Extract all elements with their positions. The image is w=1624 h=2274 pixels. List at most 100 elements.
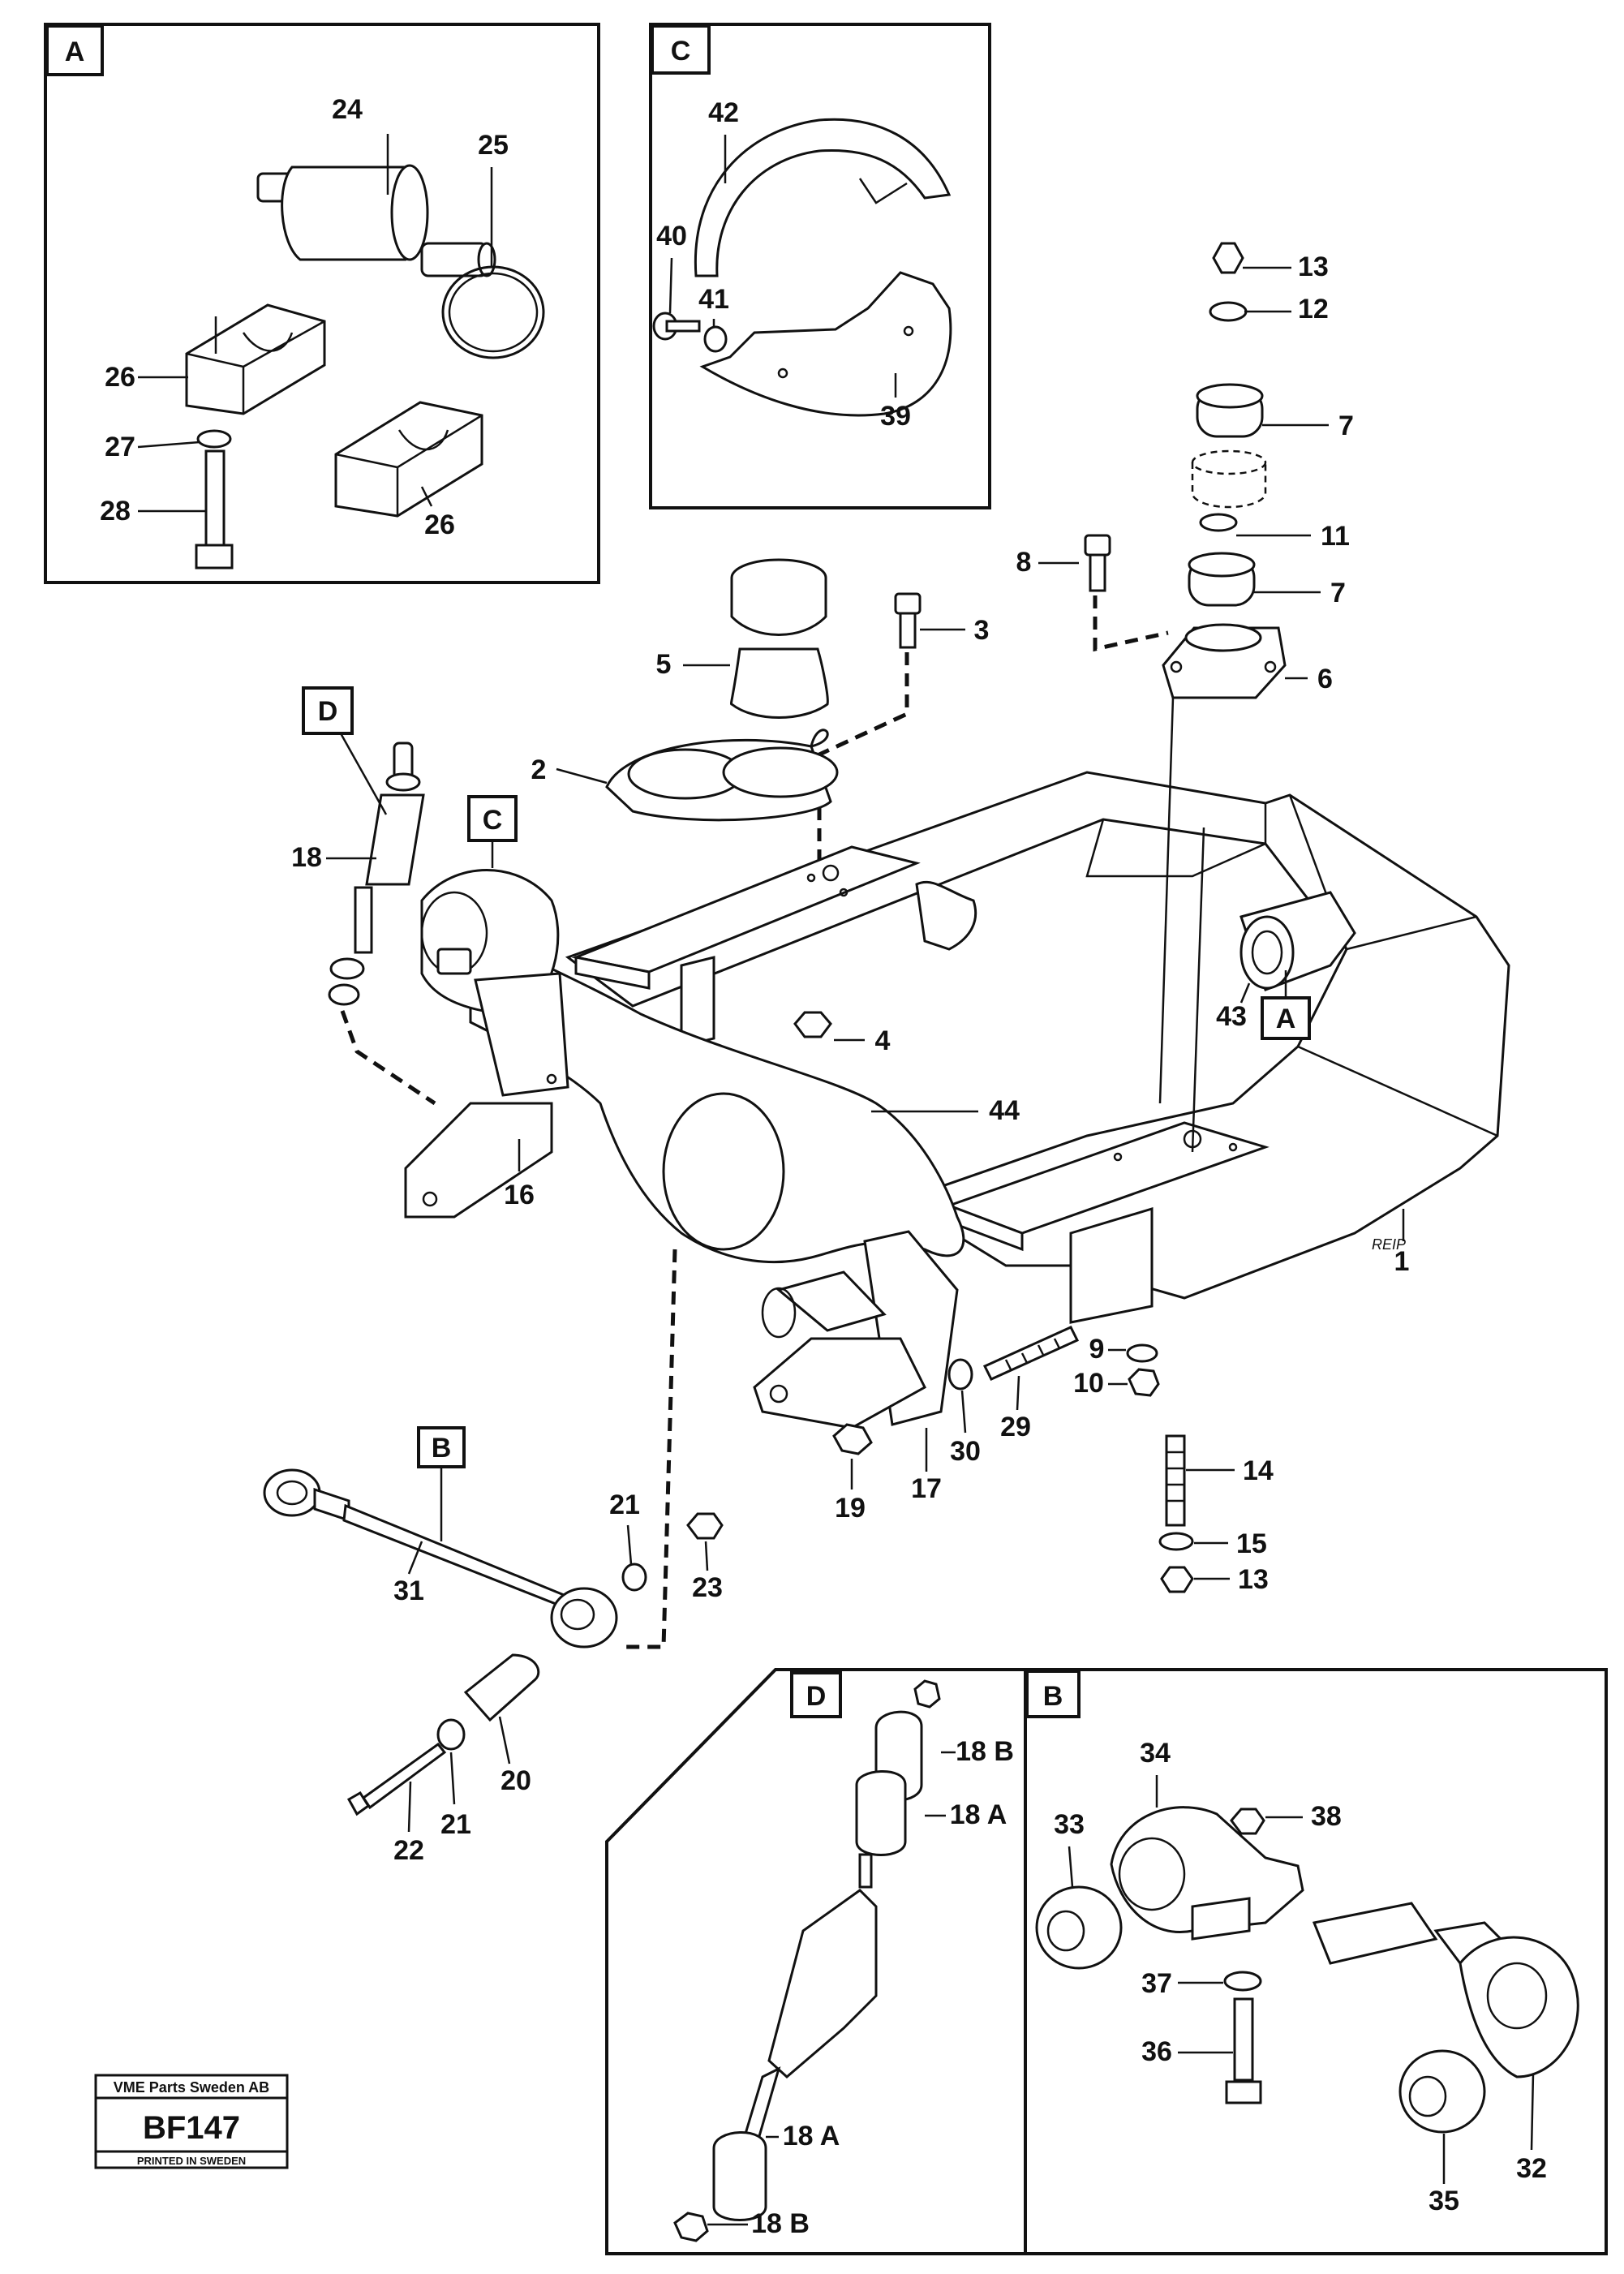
leader-33: [1068, 1846, 1074, 1888]
label-12: 12: [1298, 294, 1329, 325]
leader-30: [960, 1390, 967, 1434]
shock-absorber-18: [328, 742, 425, 1006]
callout-b-box: [417, 1426, 466, 1468]
nut-23: [686, 1512, 724, 1540]
clamp-block-26b: [334, 401, 483, 518]
label-32: 32: [1516, 2153, 1547, 2184]
leader-21a: [626, 1524, 633, 1565]
label-42: 42: [708, 97, 739, 128]
label-26a: 26: [105, 362, 135, 393]
panel-d: D 18 B 18 A 18 A 18 B: [605, 1668, 1027, 2255]
panel-a-tag-box: [45, 24, 104, 76]
label-30: 30: [950, 1436, 981, 1467]
label-15: 15: [1236, 1528, 1267, 1559]
rubber-cushion-7-lower: [1188, 552, 1256, 607]
label-34: 34: [1140, 1738, 1171, 1769]
leader-43: [1239, 982, 1251, 1004]
leader-2: [556, 767, 608, 785]
bracket-16: [404, 972, 569, 1219]
spacer-20: [463, 1653, 540, 1722]
label-39: 39: [880, 401, 911, 432]
callout-d: D: [318, 696, 338, 727]
label-36: 36: [1141, 2036, 1172, 2067]
label-21a: 21: [609, 1489, 640, 1520]
label-4: 4: [875, 1025, 891, 1056]
label-9: 9: [1089, 1334, 1105, 1365]
leader-40: [668, 257, 673, 314]
dash-8-to-6: [1093, 595, 1169, 652]
bolt-28: [195, 449, 234, 570]
bushing-33: [1035, 1885, 1123, 1970]
bolt-3: [894, 592, 922, 649]
nut-10: [1128, 1368, 1160, 1397]
label-44: 44: [989, 1095, 1020, 1126]
label-27: 27: [105, 432, 135, 462]
engraving-reip: REIP: [1372, 1236, 1406, 1253]
leader-27: [137, 441, 200, 449]
washer-21a: [621, 1563, 647, 1592]
torque-rod-31: [263, 1468, 618, 1649]
bushing-43: [1239, 891, 1356, 991]
label-38: 38: [1311, 1801, 1342, 1832]
label-18: 18: [291, 842, 322, 873]
mount-stack: 12 13 7 11 7 6: [1162, 242, 1354, 699]
bolt-22: [346, 1742, 447, 1816]
label-1: 1: [1394, 1246, 1410, 1277]
label-29: 29: [1000, 1412, 1031, 1442]
label-23: 23: [692, 1572, 723, 1603]
rod-eye-32: [1459, 1936, 1579, 2078]
stud-29: [982, 1326, 1080, 1381]
leader-23: [704, 1541, 709, 1571]
rubber-spring-5: [730, 558, 829, 719]
nut-19: [832, 1423, 873, 1455]
panel-c: C 42 40 41 39: [649, 23, 991, 509]
label-18A1: 18 A: [950, 1799, 1007, 1830]
dash-3-to-4: [817, 652, 909, 892]
panel-c-frame: [649, 23, 991, 509]
mount-bracket-6: [1162, 623, 1287, 699]
label-24: 24: [332, 94, 363, 125]
label-18B2: 18 B: [751, 2208, 810, 2239]
bolt-8: [1084, 534, 1111, 592]
label-26b: 26: [424, 509, 455, 540]
stamp-footer: PRINTED IN SWEDEN: [137, 2155, 246, 2167]
label-41: 41: [698, 284, 729, 315]
label-35: 35: [1429, 2186, 1459, 2216]
callout-c: C: [483, 805, 503, 836]
label-18B1: 18 B: [956, 1736, 1014, 1767]
label-5: 5: [656, 649, 672, 680]
washer-21b: [436, 1718, 466, 1751]
leader-32: [1530, 2073, 1535, 2151]
label-33: 33: [1054, 1809, 1085, 1840]
axle-44: [469, 922, 965, 1264]
frame-bracket: [915, 880, 977, 951]
lower-mount-plate: [945, 1121, 1270, 1324]
snap-ring-25: [441, 265, 545, 359]
mudguard-42: [694, 118, 952, 277]
label-25: 25: [478, 130, 509, 161]
leader-21b: [449, 1752, 456, 1805]
callout-d-box: [302, 686, 354, 735]
washer-27: [196, 429, 232, 449]
bracket-plate-39: [699, 271, 952, 417]
panel-d-tag: D: [806, 1681, 827, 1712]
dash-axle-to-rod: [621, 1249, 677, 1649]
nut-4: [793, 1011, 832, 1038]
label-13a: 13: [1298, 251, 1329, 282]
label-8: 8: [1016, 547, 1032, 578]
label-2: 2: [531, 754, 547, 785]
stamp-code: BF147: [143, 2110, 240, 2146]
nut-38: [1230, 1808, 1265, 1835]
label-31: 31: [393, 1575, 424, 1606]
washer-9: [1126, 1343, 1158, 1363]
bolt-36: [1225, 1997, 1262, 2104]
shock-absorber-detail: [673, 1679, 941, 2242]
callout-d-leader: [339, 733, 388, 815]
label-17: 17: [911, 1473, 942, 1504]
callout-b: B: [432, 1433, 452, 1464]
panel-c-tag: C: [671, 36, 691, 67]
bushing-24: [256, 164, 496, 277]
guide-6-down: [1158, 697, 1175, 1104]
label-28: 28: [100, 496, 131, 527]
leader-20: [498, 1716, 511, 1765]
